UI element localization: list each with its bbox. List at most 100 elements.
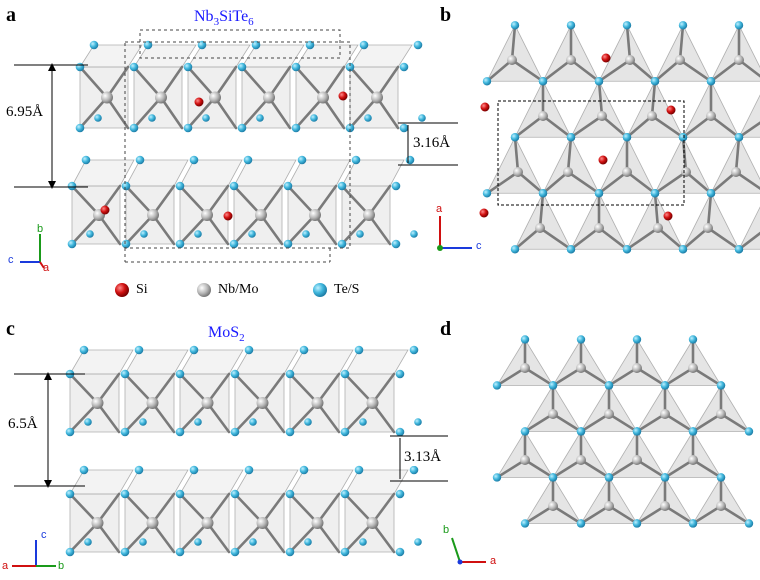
vdw-gap-a: 3.16Å [413,135,451,152]
chalcogen-atom [734,133,744,142]
bond [551,412,583,433]
metal-atom [101,91,113,104]
chalcogen-atom [148,114,156,122]
bond [348,96,379,130]
bond [316,372,341,405]
bond [653,170,688,195]
bond [681,135,688,174]
chalcogen-atom [622,245,632,254]
polyhedron-face [295,44,359,68]
bond [123,372,154,405]
metal-atom [535,223,545,233]
chalcogen-atom [230,489,240,499]
metal-atom [311,517,324,529]
chalcogen-atom [135,155,145,165]
polyhedron-face [344,349,409,375]
chalcogen-atom [175,239,185,249]
bond [186,65,217,99]
gap-dimension-c [390,435,448,482]
axis-triad-a [20,234,45,269]
metal-atom [91,517,104,529]
chalcogen-atom [492,473,502,482]
chalcogen-atom [139,418,147,426]
bond [371,401,396,434]
si-atom [194,97,204,107]
bond [691,412,723,433]
bond [371,372,396,405]
bond [96,492,121,525]
si-atom [598,155,608,165]
interlayer-height-a: 6.95Å [6,104,44,121]
bond [719,504,751,525]
polyhedron-face [124,349,189,375]
metal-atom [255,209,267,221]
bond [286,184,317,217]
chalcogen-atom [395,489,405,499]
metal-atom [594,223,604,233]
bond [70,213,101,246]
bond [123,521,154,554]
bond [206,521,231,554]
chalcogen-atom [351,155,361,165]
chalcogen-atom [302,230,310,238]
si-atom [480,102,490,112]
bond [607,412,639,433]
bond [650,79,657,118]
bond [510,23,517,62]
bond [178,521,209,554]
chalcogen-atom [175,181,185,191]
panel-label-a: a [6,4,16,26]
chalcogen-atom [237,62,247,72]
chalcogen-atom [120,489,130,499]
bond [653,58,682,83]
bond [678,58,713,83]
bond [579,458,611,479]
axis-triad-b [437,216,472,251]
bond [709,170,738,195]
axis-label-a-up: b [37,223,44,235]
bond [734,170,760,191]
chalcogen-atom [194,538,202,546]
chalcogen-atom [304,538,312,546]
polyhedron-face [125,159,189,187]
metal-atom [716,409,726,419]
polyhedron-face [69,349,134,375]
chalcogen-atom [688,335,698,344]
bond [288,372,319,405]
chalcogen-atom [79,465,89,475]
chalcogen-atom [510,245,520,254]
chalcogen-atom [594,189,604,198]
polyhedron-face [570,80,628,138]
chalcogen-atom [285,547,295,557]
bond [625,23,632,62]
chalcogen-atom [202,114,210,122]
chalcogen-atom [67,181,77,191]
bond [343,401,374,434]
chalcogen-atom [230,369,240,379]
bond [233,401,264,434]
height-dimension-a [14,63,88,189]
metal-atom [688,455,698,465]
polyhedron-face [69,469,134,495]
chalcogen-atom [65,427,75,437]
metal-atom [201,397,214,409]
metal-atom [256,397,269,409]
bond [178,184,209,217]
chalcogen-atom [340,427,350,437]
chalcogen-atom [299,345,309,355]
chalcogen-atom [688,519,698,528]
panel-label-d: d [440,318,452,340]
polyhedron-face [598,24,656,82]
bond [96,521,121,554]
chalcogen-atom [285,427,295,437]
bond [510,58,545,83]
bond [635,504,667,525]
chalcogen-atom [622,21,632,30]
bond [566,135,573,174]
bond [538,226,573,251]
polyhedron-face [626,192,684,250]
chalcogen-atom [678,245,688,254]
polyhedron-face [187,44,251,68]
bond [343,492,374,525]
